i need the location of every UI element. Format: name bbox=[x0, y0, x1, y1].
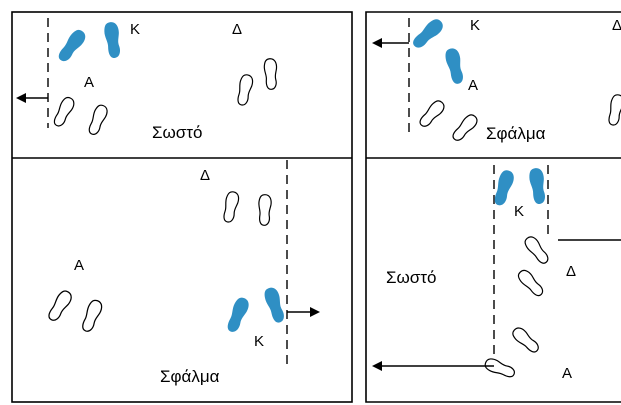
label-k: Κ bbox=[130, 21, 140, 38]
label-a: Α bbox=[84, 74, 94, 91]
white-footprint bbox=[262, 57, 280, 91]
caption-bottom-left: Σφάλμα bbox=[160, 367, 220, 386]
label-d: Δ bbox=[200, 167, 210, 184]
label-d: Δ bbox=[232, 21, 242, 38]
blue-footprint bbox=[55, 27, 89, 65]
white-footprint bbox=[416, 97, 448, 131]
caption-top-right: Σφάλμα bbox=[486, 124, 546, 143]
white-footprint bbox=[482, 356, 518, 380]
scene-top-right: Κ Α Δ Σφάλμα bbox=[372, 16, 621, 145]
white-footprint bbox=[509, 324, 543, 356]
caption-top-left: Σωστό bbox=[152, 123, 202, 142]
white-footprint bbox=[51, 94, 77, 130]
label-a: Α bbox=[562, 365, 572, 382]
label-k: Κ bbox=[254, 333, 264, 350]
white-footprint bbox=[606, 93, 621, 127]
blue-footprint bbox=[492, 168, 516, 208]
left-frame bbox=[11, 11, 353, 403]
white-footprint bbox=[449, 111, 481, 145]
scene-bottom-left: Δ Α Κ Σφάλμα bbox=[45, 160, 320, 386]
label-a: Α bbox=[74, 257, 84, 274]
blue-footprint bbox=[443, 46, 467, 86]
label-k: Κ bbox=[470, 17, 480, 34]
left-panel: Κ Α Δ Σωστό Δ Α Κ Σφάλμα bbox=[11, 11, 353, 403]
scene-bottom-right: Κ Δ Σωστό Α bbox=[372, 165, 621, 382]
blue-footprint bbox=[410, 16, 446, 52]
white-footprint bbox=[515, 267, 547, 299]
white-footprint bbox=[221, 190, 241, 224]
label-k: Κ bbox=[514, 203, 524, 220]
label-d: Δ bbox=[566, 263, 576, 280]
blue-footprint bbox=[262, 285, 288, 325]
caption-bottom-right: Σωστό bbox=[386, 268, 436, 287]
blue-footprint bbox=[102, 21, 124, 59]
white-footprint bbox=[86, 102, 110, 138]
label-a: Α bbox=[468, 77, 478, 94]
white-footprint bbox=[521, 233, 553, 267]
scene-top-left: Κ Α Δ Σωστό bbox=[16, 18, 280, 142]
white-footprint bbox=[79, 297, 105, 335]
right-frame bbox=[365, 11, 621, 403]
blue-footprint bbox=[527, 167, 549, 205]
white-footprint bbox=[235, 73, 255, 107]
blue-footprint bbox=[225, 295, 251, 335]
right-panel: Κ Α Δ Σφάλμα Κ Δ Σωστό Α bbox=[365, 11, 621, 403]
white-footprint bbox=[258, 194, 272, 226]
label-d: Δ bbox=[612, 17, 621, 34]
white-footprint bbox=[45, 288, 75, 324]
